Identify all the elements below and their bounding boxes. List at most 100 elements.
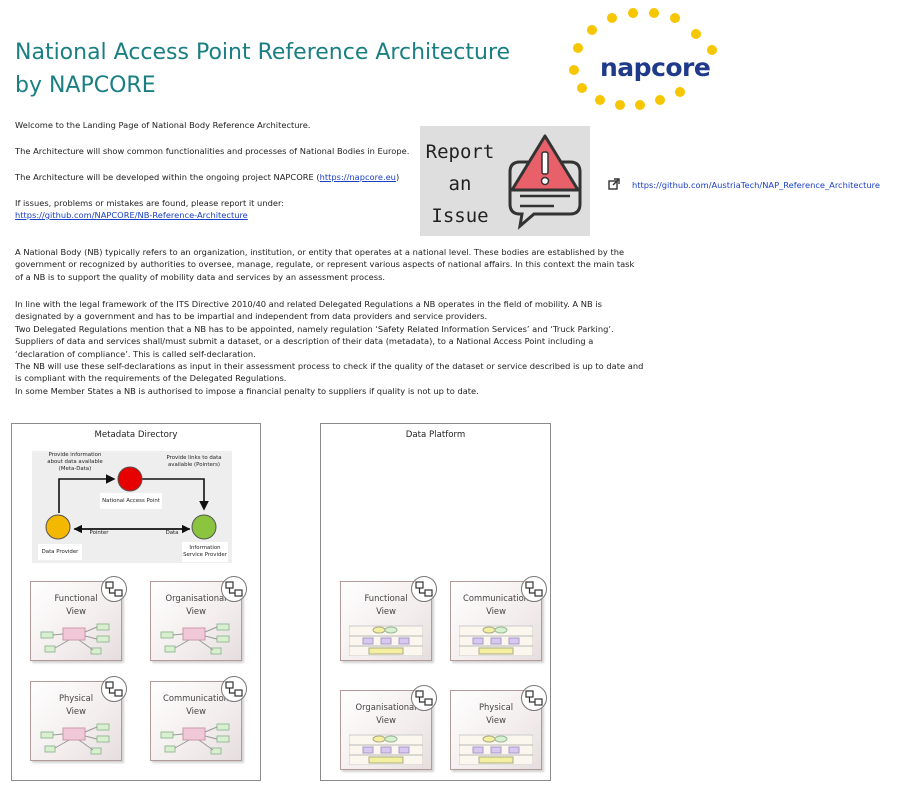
intro-welcome: Welcome to the Landing Page of National … — [15, 120, 311, 130]
tile-preview-diagram — [348, 622, 424, 657]
report-issue-button[interactable]: Report an Issue — [420, 126, 590, 236]
tile-label-line-2: View — [376, 715, 396, 725]
diagram-link-icon[interactable] — [521, 576, 547, 602]
intro-issues-line: If issues, problems or mistakes are foun… — [15, 198, 285, 208]
nap-diagram-arrows — [58, 474, 209, 534]
napcore-logo — [569, 8, 717, 110]
diagram-link-icon[interactable] — [101, 576, 127, 602]
report-issue-label: Report an Issue — [420, 136, 500, 232]
external-link-icon[interactable] — [608, 178, 620, 190]
report-line-2: an — [448, 173, 472, 195]
tile-preview-diagram — [458, 731, 534, 766]
diagram-link-icon[interactable] — [411, 685, 437, 711]
p2-line-2: designated by a government and has to be… — [15, 311, 488, 322]
metadata-directory-panel: Metadata Directory Provide information a… — [11, 423, 261, 781]
diagram-link-icon[interactable] — [221, 676, 247, 702]
tile-preview-diagram — [39, 722, 113, 756]
provide-info-l1: Provide information — [48, 452, 102, 458]
provide-info-label: Provide information about data available… — [44, 452, 106, 473]
tile-label-line-1: Organisational — [355, 702, 417, 712]
diagram-link-icon[interactable] — [101, 676, 127, 702]
title-line-1: National Access Point Reference Architec… — [15, 40, 511, 65]
provide-links-l1: Provide links to data — [166, 455, 222, 461]
napcore-logo-text: napcore — [600, 53, 711, 82]
p2-line-3: Two Delegated Regulations mention that a… — [15, 323, 614, 334]
tile-label-line-1: Organisational — [165, 593, 227, 603]
p2-line-7: is compliant with the requirements of th… — [15, 373, 287, 384]
isp-label: Information Service Provider — [182, 542, 228, 562]
p1-line-3: of a NB is to support the quality of mob… — [15, 271, 386, 282]
provide-info-l3: (Meta-Data) — [58, 466, 92, 472]
isp-node — [191, 514, 217, 540]
pointer-label: Pointer — [89, 530, 109, 536]
tile-label-line-1: Communication — [462, 593, 529, 603]
tile-label-line-2: View — [376, 606, 396, 616]
paragraph-1: A National Body (NB) typically refers to… — [15, 246, 634, 283]
nap-node — [117, 466, 143, 492]
tile-preview-diagram — [39, 622, 113, 656]
p2-line-1: In line with the legal framework of the … — [15, 299, 602, 309]
tile-label-line-2: View — [66, 706, 86, 716]
tile-label-line-2: View — [66, 606, 86, 616]
provide-links-l2: available (Pointers) — [168, 462, 220, 468]
p2-line-6: The NB will use these self-declarations … — [15, 361, 644, 372]
tile-label-line-1: Communication — [162, 693, 229, 703]
tile-preview-diagram — [159, 722, 233, 756]
tile-label-line-1: Physical — [478, 702, 514, 712]
metadata-directory-title: Metadata Directory — [94, 430, 178, 440]
report-line-1: Report — [425, 141, 495, 163]
diagram-link-icon[interactable] — [521, 685, 547, 711]
tile-preview-diagram — [458, 622, 534, 657]
tile-label-line-1: Functional — [54, 593, 98, 603]
data-label: Data — [165, 530, 179, 536]
austriatech-link[interactable]: https://github.com/AustriaTech/NAP_Refer… — [632, 180, 880, 190]
title-line-2: by NAPCORE — [15, 73, 156, 98]
issues-link[interactable]: https://github.com/NAPCORE/NB-Reference-… — [15, 210, 248, 220]
intro-common: The Architecture will show common functi… — [15, 146, 410, 156]
provide-links-label: Provide links to data available (Pointer… — [162, 455, 226, 469]
tile-label-line-1: Physical — [58, 693, 94, 703]
p2-line-8: In some Member States a NB is authorised… — [15, 385, 479, 396]
tile-preview-diagram — [159, 622, 233, 656]
isp-l1: Information — [189, 545, 221, 551]
tile-label-line-1: Functional — [364, 593, 408, 603]
warning-chat-icon — [508, 134, 582, 230]
data-provider-node — [45, 514, 71, 540]
diagram-link-icon[interactable] — [221, 576, 247, 602]
tile-label-line-2: View — [486, 606, 506, 616]
tile-label-line-2: View — [186, 606, 206, 616]
intro-developed: The Architecture will be developed withi… — [15, 171, 399, 183]
tile-preview-diagram — [348, 731, 424, 766]
napcore-link[interactable]: https://napcore.eu — [319, 172, 396, 182]
tile-label-line-2: View — [486, 715, 506, 725]
data-provider-label: Data Provider — [38, 544, 82, 560]
p1-line-2: government or recognized by authorities … — [15, 259, 635, 270]
isp-l2: Service Provider — [183, 552, 227, 558]
developed-prefix: The Architecture will be developed withi… — [15, 172, 320, 182]
diagram-link-icon[interactable] — [411, 576, 437, 602]
page-title: National Access Point Reference Architec… — [15, 36, 535, 102]
p2-line-4: Suppliers of data and services shall/mus… — [15, 336, 594, 347]
issues-link-wrap: https://github.com/NAPCORE/NB-Reference-… — [15, 209, 248, 221]
nap-label: National Access Point — [100, 493, 162, 509]
tile-label-line-2: View — [186, 706, 206, 716]
data-platform-title: Data Platform — [405, 430, 466, 440]
p1-line-1: A National Body (NB) typically refers to… — [15, 247, 625, 257]
